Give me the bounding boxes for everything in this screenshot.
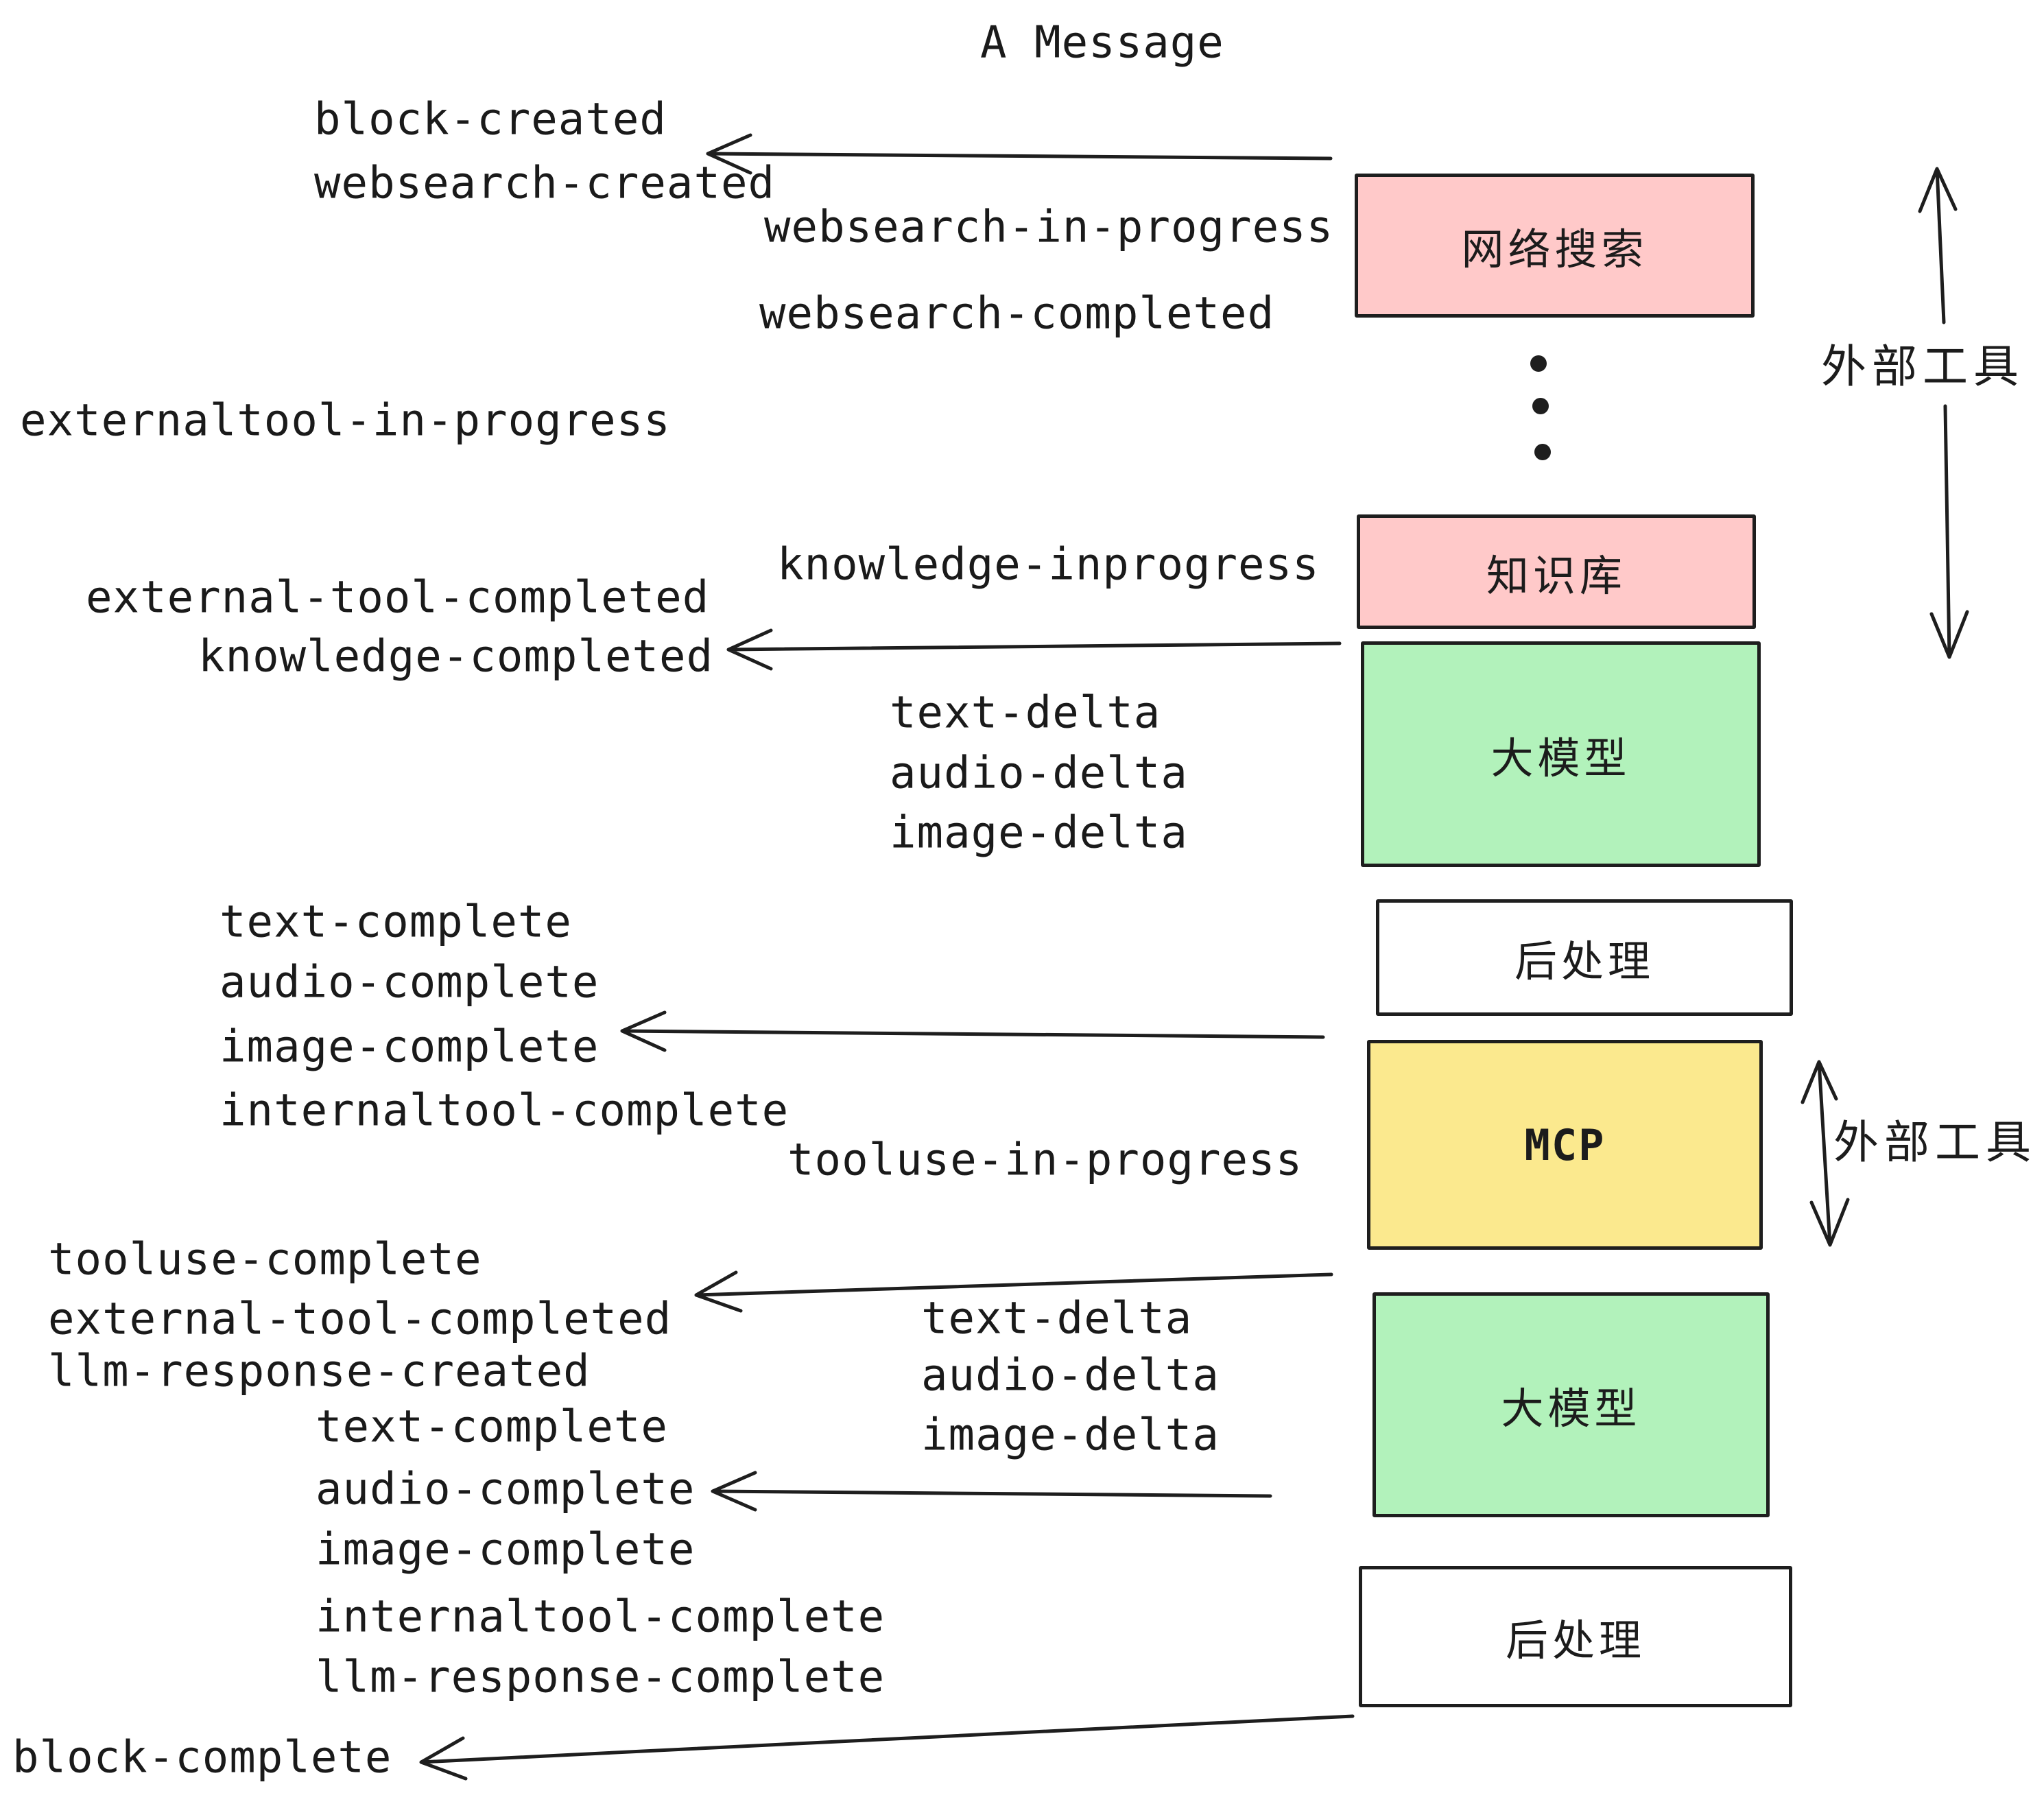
external-tools-label-2: 外部工具 <box>1833 1117 2036 1167</box>
event-block-created: block-created <box>314 94 667 145</box>
event-llm-response-created: llm-response-created <box>48 1346 591 1397</box>
event-tooluse-in-progress: tooluse-in-progress <box>787 1135 1303 1186</box>
event-audio-delta-1: audio-delta <box>890 748 1188 799</box>
box-postprocess-1: 后处理 <box>1376 899 1793 1016</box>
event-tooluse-complete: tooluse-complete <box>48 1234 482 1285</box>
event-external-tool-completed: external-tool-completed <box>86 572 710 624</box>
event-text-delta-2: text-delta <box>921 1293 1193 1344</box>
event-external-tool-completed-2: external-tool-completed <box>48 1294 672 1345</box>
box-llm-2: 大模型 <box>1372 1292 1770 1517</box>
arrow-audio-complete <box>711 1471 1272 1512</box>
box-postprocess-2-label: 后处理 <box>1505 1617 1645 1665</box>
event-knowledge-inprogress: knowledge-inprogress <box>777 539 1320 591</box>
external-tools-label-1: 外部工具 <box>1821 341 2024 392</box>
box-websearch-label: 网络搜索 <box>1461 226 1648 274</box>
box-knowledge: 知识库 <box>1357 514 1756 629</box>
event-internaltool-complete-2: internaltool-complete <box>316 1591 886 1643</box>
event-audio-complete-1: audio-complete <box>219 957 599 1008</box>
external-tools-arrow-up-1 <box>1918 167 1958 324</box>
event-knowledge-completed: knowledge-completed <box>198 631 714 683</box>
event-audio-delta-2: audio-delta <box>921 1350 1220 1401</box>
page-title: A Message <box>980 17 1224 69</box>
arrow-knowledge-completed <box>726 628 1342 671</box>
box-llm-2-label: 大模型 <box>1501 1386 1641 1433</box>
event-block-complete: block-complete <box>12 1732 392 1783</box>
event-text-complete-2: text-complete <box>316 1401 668 1453</box>
box-mcp: MCP <box>1367 1040 1763 1250</box>
event-llm-response-complete: llm-response-complete <box>316 1652 886 1703</box>
box-postprocess-1-label: 后处理 <box>1514 938 1654 986</box>
arrow-block-created <box>706 133 1333 175</box>
box-websearch: 网络搜索 <box>1355 174 1755 318</box>
box-postprocess-2: 后处理 <box>1359 1566 1792 1707</box>
event-internaltool-complete-1: internaltool-complete <box>219 1085 789 1137</box>
arrow-image-complete <box>620 1010 1325 1052</box>
event-websearch-created: websearch-created <box>314 158 776 209</box>
box-llm-1: 大模型 <box>1361 641 1761 867</box>
external-tools-arrow-down-1 <box>1929 404 1969 659</box>
arrow-block-complete <box>419 1714 1355 1781</box>
event-text-complete-1: text-complete <box>219 897 572 948</box>
event-image-complete-2: image-complete <box>316 1524 696 1576</box>
event-externaltool-in-progress: externaltool-in-progress <box>20 395 671 447</box>
ellipsis-dots <box>1530 355 1551 460</box>
event-image-delta-1: image-delta <box>890 807 1188 859</box>
event-image-complete-1: image-complete <box>219 1021 599 1073</box>
box-mcp-label: MCP <box>1524 1119 1606 1170</box>
box-llm-1-label: 大模型 <box>1490 735 1631 783</box>
box-knowledge-label: 知识库 <box>1486 552 1626 600</box>
event-websearch-completed: websearch-completed <box>759 288 1275 340</box>
event-websearch-in-progress: websearch-in-progress <box>764 202 1334 253</box>
event-audio-complete-2: audio-complete <box>316 1464 696 1515</box>
event-text-delta-1: text-delta <box>890 687 1161 739</box>
event-image-delta-2: image-delta <box>921 1410 1220 1461</box>
